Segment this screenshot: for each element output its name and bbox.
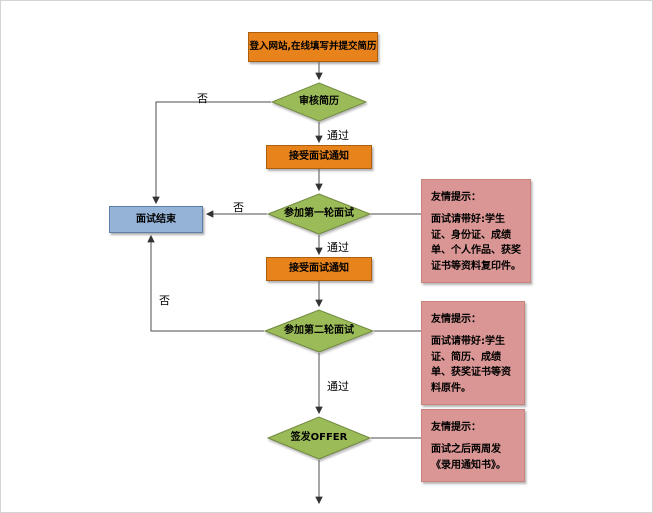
- edge-label-no-2: 否: [233, 201, 244, 214]
- diamond-shape: [264, 309, 374, 353]
- diamond-shape: [267, 416, 371, 460]
- note-title: 友情提示：: [431, 314, 481, 325]
- diamond-shape: [271, 82, 367, 122]
- node-interview-notice-2: 接受面试通知: [266, 257, 372, 281]
- decision-first-round-interview-label: 参加第一轮面试: [284, 208, 354, 219]
- arrow-round2-no-to-end: [147, 234, 264, 332]
- decision-second-round-interview-label: 参加第二轮面试: [284, 325, 354, 336]
- node-interview-notice-1: 接受面试通知: [266, 145, 372, 169]
- edge-label-no-1: 否: [197, 92, 208, 105]
- edge-label-pass-3: 通过: [327, 380, 349, 393]
- node-interview-notice-2-label: 接受面试通知: [289, 263, 349, 274]
- note-body: 面试请带好:学生证、简历、成绩单、获奖证书等资料原件。: [431, 336, 511, 394]
- decision-issue-offer: 签发OFFER: [267, 416, 371, 460]
- decision-review-resume: 审核简历: [271, 82, 367, 122]
- edge-label-pass-2: 通过: [327, 241, 349, 254]
- arrow-review-no-to-end: [152, 101, 271, 205]
- diamond-shape: [267, 193, 371, 235]
- note-offer-letter-timing: 友情提示： 面试之后两周发《录用通知书》。: [421, 409, 525, 482]
- note-body: 面试请带好:学生证、身份证、成绩单、个人作品、获奖证书等资料复印件。: [431, 214, 521, 272]
- decision-second-round-interview: 参加第二轮面试: [264, 309, 374, 353]
- node-submit-resume-label: 登入网站,在线填写并提交简历: [249, 41, 377, 53]
- node-interview-end: 面试结束: [109, 206, 203, 233]
- node-interview-end-label: 面试结束: [136, 213, 176, 225]
- edge-label-pass-1: 通过: [327, 129, 349, 142]
- note-second-interview-materials: 友情提示： 面试请带好:学生证、简历、成绩单、获奖证书等资料原件。: [421, 301, 525, 405]
- decision-review-resume-label: 审核简历: [299, 96, 339, 107]
- note-body: 面试之后两周发《录用通知书》。: [431, 444, 506, 471]
- edge-label-no-3: 否: [159, 294, 170, 307]
- note-first-interview-materials: 友情提示： 面试请带好:学生证、身份证、成绩单、个人作品、获奖证书等资料复印件。: [421, 179, 531, 283]
- node-submit-resume: 登入网站,在线填写并提交简历: [248, 32, 378, 62]
- note-title: 友情提示：: [431, 422, 481, 433]
- note-title: 友情提示：: [431, 192, 481, 203]
- node-interview-notice-1-label: 接受面试通知: [289, 151, 349, 162]
- decision-issue-offer-label: 签发OFFER: [290, 432, 348, 443]
- decision-first-round-interview: 参加第一轮面试: [267, 193, 371, 235]
